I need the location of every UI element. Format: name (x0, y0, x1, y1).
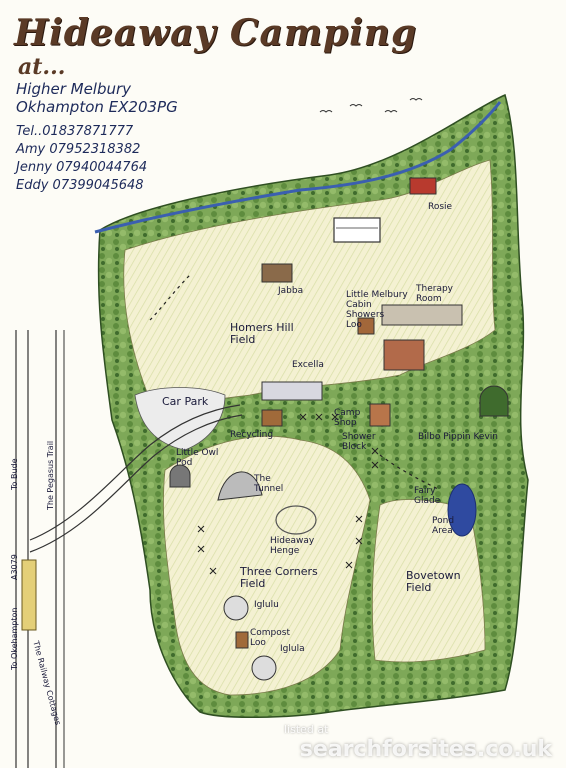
title-at: at... (18, 54, 66, 80)
label-to-okehampton: To Okehampton (10, 607, 19, 670)
label-car-park: Car Park (162, 395, 209, 408)
henge-icon (275, 505, 317, 535)
pitch-marks (197, 413, 379, 575)
label-little-melbury-cabin: Little Melbury Cabin (346, 290, 408, 310)
therapy-room-icon (381, 304, 463, 326)
label-rosie: Rosie (428, 202, 453, 212)
label-pond-area: Pond Area (432, 516, 455, 536)
label-shower-block: Shower Block (342, 432, 376, 452)
little-owl-pod-icon (169, 464, 191, 488)
label-therapy-room: Therapy Room (416, 284, 453, 304)
farmhouse-icon (383, 339, 425, 371)
address-line-2: Okhampton EX203PG (16, 98, 178, 116)
iglulu-icon (223, 595, 249, 621)
bus-icon (333, 217, 381, 243)
excella-icon (261, 381, 323, 401)
access-road (29, 404, 241, 541)
label-iglula: Iglula (280, 644, 305, 654)
label-the-tunnel: The Tunnel (254, 474, 284, 494)
label-compost-loo: Compost Loo (250, 628, 290, 648)
page-title: Hideaway Camping (14, 12, 418, 54)
label-recycling: Recycling (230, 430, 274, 440)
jabba-icon (261, 263, 293, 283)
shower-block-icon (369, 403, 391, 427)
river (94, 101, 502, 234)
telephone: Tel..01837871777 (16, 124, 134, 139)
tunnel-icon (217, 471, 263, 501)
watermark-link[interactable]: searchforsites.co.uk (299, 737, 552, 762)
cabin-icon (357, 317, 375, 335)
three-corners-field-area (163, 435, 371, 696)
birds-icon (319, 98, 423, 113)
pond (447, 483, 477, 537)
label-hideaway-henge: Hideaway Henge (270, 536, 315, 556)
contact-jenny: Jenny 07940044764 (16, 160, 148, 175)
label-camp-shop: Camp Shop (334, 408, 361, 428)
car-park-area (134, 387, 226, 451)
label-fairy-glade: Fairy Glade (414, 486, 441, 506)
contact-amy: Amy 07952318382 (16, 142, 141, 157)
iglula-icon (251, 655, 277, 681)
recycling-icon (261, 409, 283, 427)
label-three-corners-field: Three Corners Field (240, 565, 318, 590)
label-jabba: Jabba (278, 286, 304, 296)
label-homers-hill-field: Homers Hill Field (230, 321, 294, 346)
compost-loo-icon (235, 631, 249, 649)
railway-cottages (21, 559, 37, 631)
label-iglulu: Iglulu (254, 600, 279, 610)
address-line-1: Higher Melbury (16, 80, 132, 98)
label-bovetown-field: Bovetown Field (406, 569, 461, 594)
rosie-icon (409, 177, 437, 195)
bilbo-pod-icon (479, 385, 509, 417)
label-little-owl-pod: Little Owl Pod (176, 448, 219, 468)
label-a3079: A3079 (10, 554, 19, 580)
label-showers-loo: Showers Loo (346, 310, 385, 330)
footpath (149, 274, 441, 491)
label-excella: Excella (292, 360, 324, 370)
label-bilbo-pippin-kevin: Bilbo Pippin Kevin (418, 432, 498, 442)
contact-eddy: Eddy 07399045648 (16, 178, 144, 193)
watermark-listed-at: listed at (284, 723, 329, 736)
label-pegasus-trail: The Pegasus Trail (46, 440, 55, 510)
label-to-bude: To Bude (10, 458, 19, 490)
